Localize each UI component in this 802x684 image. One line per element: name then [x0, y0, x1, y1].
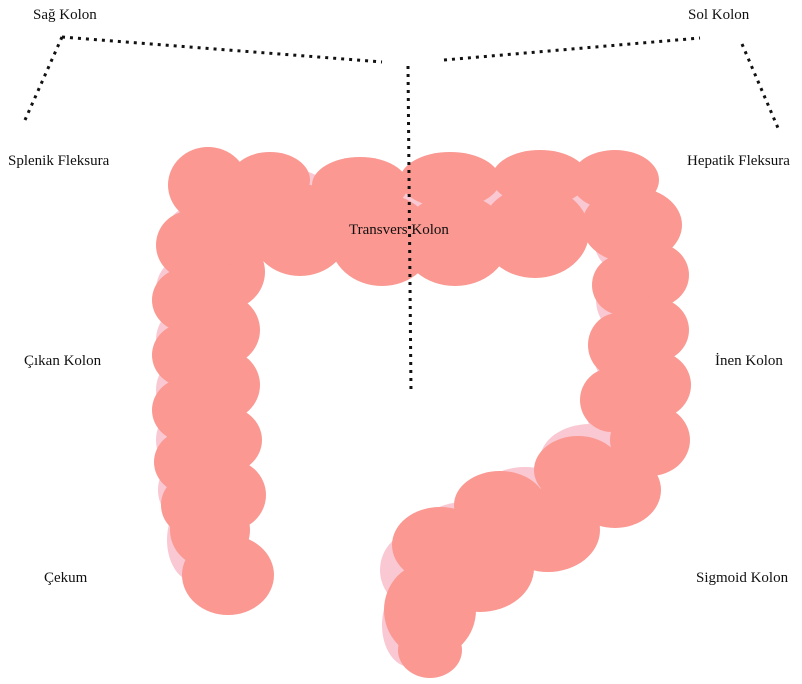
label-sag-kolon: Sağ Kolon [33, 6, 97, 24]
label-transvers-kolon: Transvers Kolon [349, 221, 449, 239]
label-splenik-fleksura: Splenik Fleksura [8, 152, 109, 170]
label-cikan-kolon: Çıkan Kolon [24, 352, 101, 370]
label-inen-kolon: İnen Kolon [715, 352, 783, 370]
leader-left-colon-drop [742, 44, 778, 128]
leader-left-colon-bracket [444, 38, 700, 60]
leader-right-colon-bracket [62, 37, 382, 62]
leader-right-colon-drop [25, 37, 62, 120]
label-sigmoid-kolon: Sigmoid Kolon [696, 569, 788, 587]
label-hepatik-fleksura: Hepatik Fleksura [687, 152, 790, 170]
label-cekum: Çekum [44, 569, 87, 587]
label-sol-kolon: Sol Kolon [688, 6, 749, 24]
